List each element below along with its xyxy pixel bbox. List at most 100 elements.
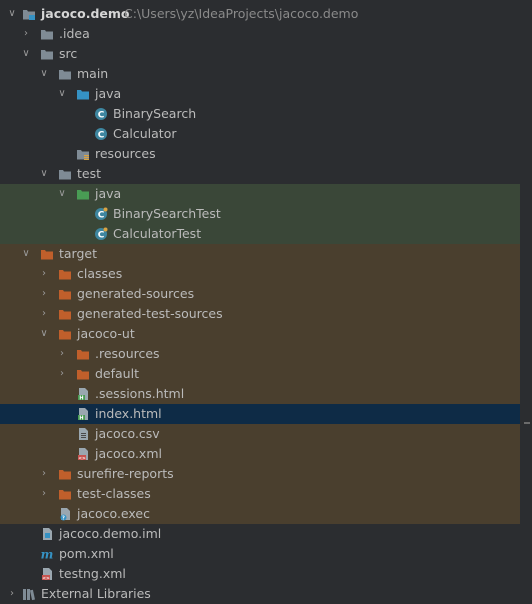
svg-text:H: H <box>79 395 83 401</box>
folder-label: resources <box>95 146 156 161</box>
chevron-down-icon[interactable]: ∨ <box>40 168 48 179</box>
svg-text:<>: <> <box>42 575 50 581</box>
tree-row-testng-xml[interactable]: <> testng.xml <box>0 564 520 584</box>
java-class-icon: C <box>95 128 107 141</box>
tree-row-calculatortest[interactable]: C CalculatorTest <box>0 224 520 244</box>
folder-label: generated-sources <box>77 286 195 301</box>
folder-label: .idea <box>59 26 90 41</box>
xml-file-icon: <> <box>78 448 88 461</box>
tree-row-sessions-html[interactable]: H .sessions.html <box>0 384 520 404</box>
folder-label: generated-test-sources <box>77 306 223 321</box>
excluded-folder-icon <box>59 270 71 280</box>
file-label: jacoco.demo.iml <box>59 526 162 541</box>
tree-row-src[interactable]: ∨ src <box>0 44 520 64</box>
folder-label: test-classes <box>77 486 151 501</box>
resources-folder-icon <box>77 150 89 160</box>
tree-row-index-html[interactable]: H index.html <box>0 404 520 424</box>
tree-row-generated-test-sources[interactable]: › generated-test-sources <box>0 304 520 324</box>
chevron-down-icon[interactable]: ∨ <box>40 328 48 339</box>
unknown-file-icon: ? <box>60 508 70 521</box>
folder-label: target <box>59 246 98 261</box>
tree-row-jacoco-exec[interactable]: ? jacoco.exec <box>0 504 520 524</box>
chevron-right-icon[interactable]: › <box>24 28 28 39</box>
folder-label: .resources <box>95 346 160 361</box>
source-folder-icon <box>77 90 89 100</box>
file-label: index.html <box>95 406 162 421</box>
folder-label: test <box>77 166 102 181</box>
folder-icon <box>59 170 71 180</box>
tree-row-pom-xml[interactable]: m pom.xml <box>0 544 520 564</box>
file-label: CalculatorTest <box>113 226 202 241</box>
folder-icon <box>41 50 53 60</box>
scrollbar-marker <box>524 422 530 424</box>
excluded-folder-icon <box>59 470 71 480</box>
chevron-right-icon[interactable]: › <box>60 348 64 359</box>
chevron-down-icon[interactable]: ∨ <box>58 88 66 99</box>
chevron-down-icon[interactable]: ∨ <box>40 68 48 79</box>
tree-row-main[interactable]: ∨ main <box>0 64 520 84</box>
excluded-folder-icon <box>59 290 71 300</box>
chevron-right-icon[interactable]: › <box>42 308 46 319</box>
folder-label: main <box>77 66 109 81</box>
tree-row-classes[interactable]: › classes <box>0 264 520 284</box>
file-label: pom.xml <box>59 546 114 561</box>
project-name: jacoco.demo <box>41 6 130 21</box>
tree-row-calculator[interactable]: C Calculator <box>0 124 520 144</box>
tree-row-dot-resources[interactable]: › .resources <box>0 344 520 364</box>
tree-row-target[interactable]: ∨ target <box>0 244 520 264</box>
folder-label: jacoco-ut <box>77 326 135 341</box>
chevron-right-icon[interactable]: › <box>42 288 46 299</box>
excluded-folder-icon <box>59 490 71 500</box>
tree-row-default[interactable]: › default <box>0 364 520 384</box>
tree-row-resources[interactable]: resources <box>0 144 520 164</box>
chevron-right-icon[interactable]: › <box>42 488 46 499</box>
tree-row-project-root[interactable]: ∨ jacoco.demo C:\Users\yz\IdeaProjects\j… <box>0 4 520 24</box>
tree-row-test-java[interactable]: ∨ java <box>0 184 520 204</box>
tree-row-binarysearchtest[interactable]: C BinarySearchTest <box>0 204 520 224</box>
html-file-icon: H <box>78 388 88 401</box>
folder-label: src <box>59 46 78 61</box>
file-label: BinarySearchTest <box>113 206 221 221</box>
chevron-down-icon[interactable]: ∨ <box>22 248 30 259</box>
vertical-scrollbar[interactable] <box>520 0 532 596</box>
tree-row-generated-sources[interactable]: › generated-sources <box>0 284 520 304</box>
libraries-icon <box>23 589 35 601</box>
tree-row-test[interactable]: ∨ test <box>0 164 520 184</box>
tree-row-jacoco-csv[interactable]: jacoco.csv <box>0 424 520 444</box>
excluded-folder-highlight <box>0 244 520 524</box>
tree-row-jacoco-xml[interactable]: <> jacoco.xml <box>0 444 520 464</box>
excluded-folder-icon <box>77 370 89 380</box>
excluded-folder-icon <box>77 350 89 360</box>
chevron-right-icon[interactable]: › <box>60 368 64 379</box>
test-folder-icon <box>77 190 89 200</box>
file-label: jacoco.exec <box>77 506 150 521</box>
tree-row-surefire-reports[interactable]: › surefire-reports <box>0 464 520 484</box>
tree-row-jacoco-demo-iml[interactable]: jacoco.demo.iml <box>0 524 520 544</box>
java-class-icon: C <box>95 108 107 121</box>
tree-row-external-libraries[interactable]: › External Libraries <box>0 584 520 604</box>
tree-row-binarysearch[interactable]: C BinarySearch <box>0 104 520 124</box>
project-folder-icon <box>23 10 35 20</box>
chevron-right-icon[interactable]: › <box>42 268 46 279</box>
chevron-down-icon[interactable]: ∨ <box>22 48 30 59</box>
chevron-right-icon[interactable]: › <box>42 468 46 479</box>
text-file-icon <box>79 428 88 440</box>
excluded-folder-icon <box>59 330 71 340</box>
file-label: .sessions.html <box>95 386 185 401</box>
folder-label: java <box>95 86 122 101</box>
maven-icon: m <box>41 548 54 562</box>
chevron-down-icon[interactable]: ∨ <box>8 8 16 19</box>
folder-label: classes <box>77 266 123 281</box>
tree-row-jacoco-ut[interactable]: ∨ jacoco-ut <box>0 324 520 344</box>
tree-row-main-java[interactable]: ∨ java <box>0 84 520 104</box>
file-label: jacoco.xml <box>95 446 162 461</box>
project-path: C:\Users\yz\IdeaProjects\jacoco.demo <box>124 6 359 21</box>
file-label: jacoco.csv <box>95 426 160 441</box>
test-class-icon: C <box>95 207 108 221</box>
tree-row-test-classes[interactable]: › test-classes <box>0 484 520 504</box>
chevron-right-icon[interactable]: › <box>10 588 14 599</box>
html-file-icon: H <box>78 408 88 421</box>
chevron-down-icon[interactable]: ∨ <box>58 188 66 199</box>
tree-row-idea[interactable]: › .idea <box>0 24 520 44</box>
svg-text:C: C <box>98 231 105 241</box>
